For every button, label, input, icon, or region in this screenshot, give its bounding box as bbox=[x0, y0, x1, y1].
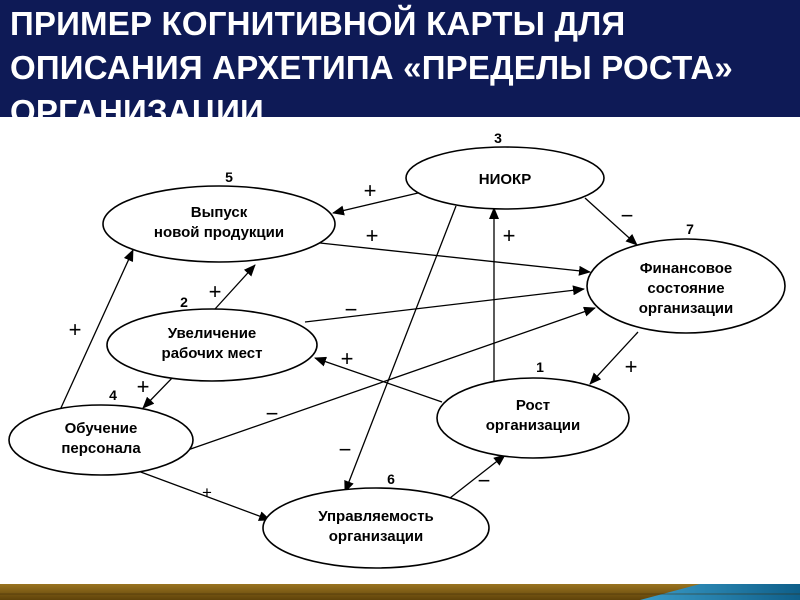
edge-4-to-6 bbox=[137, 470, 271, 521]
sign-2-4: + bbox=[137, 374, 150, 399]
edge-7-to-1 bbox=[589, 331, 639, 385]
edge-1-to-2 bbox=[314, 356, 443, 403]
node-1-line2: организации bbox=[486, 417, 580, 434]
edge-4-to-5 bbox=[59, 249, 134, 411]
node-4-line1: Обучение bbox=[65, 420, 138, 437]
node-1-number: 1 bbox=[536, 359, 544, 375]
edge-6-to-1 bbox=[449, 454, 506, 499]
sign-2-7: − bbox=[345, 297, 358, 322]
node-5: 5 Выпуск новой продукции bbox=[102, 169, 336, 263]
node-6-number: 6 bbox=[387, 471, 395, 487]
node-7: 7 Финансовое состояние организации bbox=[586, 221, 786, 334]
node-6-line2: организации bbox=[329, 528, 423, 545]
node-3-ellipse bbox=[405, 146, 605, 210]
node-4-line2: персонала bbox=[61, 440, 141, 457]
node-6-ellipse bbox=[262, 487, 490, 569]
node-7-line1: Финансовое bbox=[640, 260, 733, 277]
node-7-line2: состояние bbox=[647, 280, 724, 297]
node-4-number: 4 bbox=[109, 387, 117, 403]
node-4: 4 Обучение персонала bbox=[8, 387, 194, 476]
node-2-line2: рабочих мест bbox=[162, 345, 263, 362]
node-5-ellipse bbox=[102, 185, 336, 263]
edges bbox=[59, 192, 639, 521]
edge-5-to-7 bbox=[319, 242, 591, 276]
node-1-line1: Рост bbox=[516, 397, 550, 414]
node-1: 1 Рост организации bbox=[436, 359, 630, 459]
edge-signs: + + − + + − + + + + − − + − bbox=[69, 178, 638, 502]
edge-3-to-5 bbox=[332, 192, 419, 216]
node-7-number: 7 bbox=[686, 221, 694, 237]
sign-1-3: + bbox=[503, 223, 516, 248]
node-2: 2 Увеличение рабочих мест bbox=[106, 294, 318, 382]
sign-2-5: + bbox=[209, 279, 222, 304]
node-2-number: 2 bbox=[180, 294, 188, 310]
node-4-ellipse bbox=[8, 404, 194, 476]
sign-4-5: + bbox=[69, 317, 82, 342]
slide-title: ПРИМЕР КОГНИТИВНОЙ КАРТЫ ДЛЯ ОПИСАНИЯ АР… bbox=[10, 5, 733, 117]
sign-4-6: + bbox=[202, 483, 212, 502]
sign-3-5: + bbox=[364, 178, 377, 203]
node-3: 3 НИОКР bbox=[405, 130, 605, 210]
node-3-number: 3 bbox=[494, 130, 502, 146]
node-5-number: 5 bbox=[225, 169, 233, 185]
cognitive-map-diagram: 3 НИОКР 5 Выпуск новой продукции 7 Финан… bbox=[8, 130, 786, 569]
edge-2-to-7 bbox=[304, 285, 585, 323]
sign-7-1: + bbox=[625, 354, 638, 379]
edge-3-to-7 bbox=[584, 197, 638, 246]
sign-3-6: − bbox=[339, 437, 352, 462]
node-7-ellipse bbox=[586, 238, 786, 334]
bottom-decorative-stripe bbox=[0, 580, 800, 600]
sign-3-7: − bbox=[621, 203, 634, 228]
node-3-label: НИОКР bbox=[479, 171, 531, 188]
sign-6-1: − bbox=[478, 468, 491, 493]
sign-4-7: − bbox=[266, 401, 279, 426]
node-2-ellipse bbox=[106, 308, 318, 382]
node-5-line2: новой продукции bbox=[154, 224, 284, 241]
title-band: ПРИМЕР КОГНИТИВНОЙ КАРТЫ ДЛЯ ОПИСАНИЯ АР… bbox=[0, 0, 800, 117]
node-6: 6 Управляемость организации bbox=[262, 471, 490, 569]
edge-2-to-4 bbox=[142, 374, 176, 409]
edge-3-to-6 bbox=[344, 205, 457, 493]
node-2-line1: Увеличение bbox=[168, 325, 257, 342]
sign-1-2: + bbox=[341, 346, 354, 371]
node-7-line3: организации bbox=[639, 300, 733, 317]
sign-5-7: + bbox=[366, 223, 379, 248]
node-5-line1: Выпуск bbox=[191, 204, 248, 221]
node-1-ellipse bbox=[436, 377, 630, 459]
node-6-line1: Управляемость bbox=[318, 508, 434, 525]
